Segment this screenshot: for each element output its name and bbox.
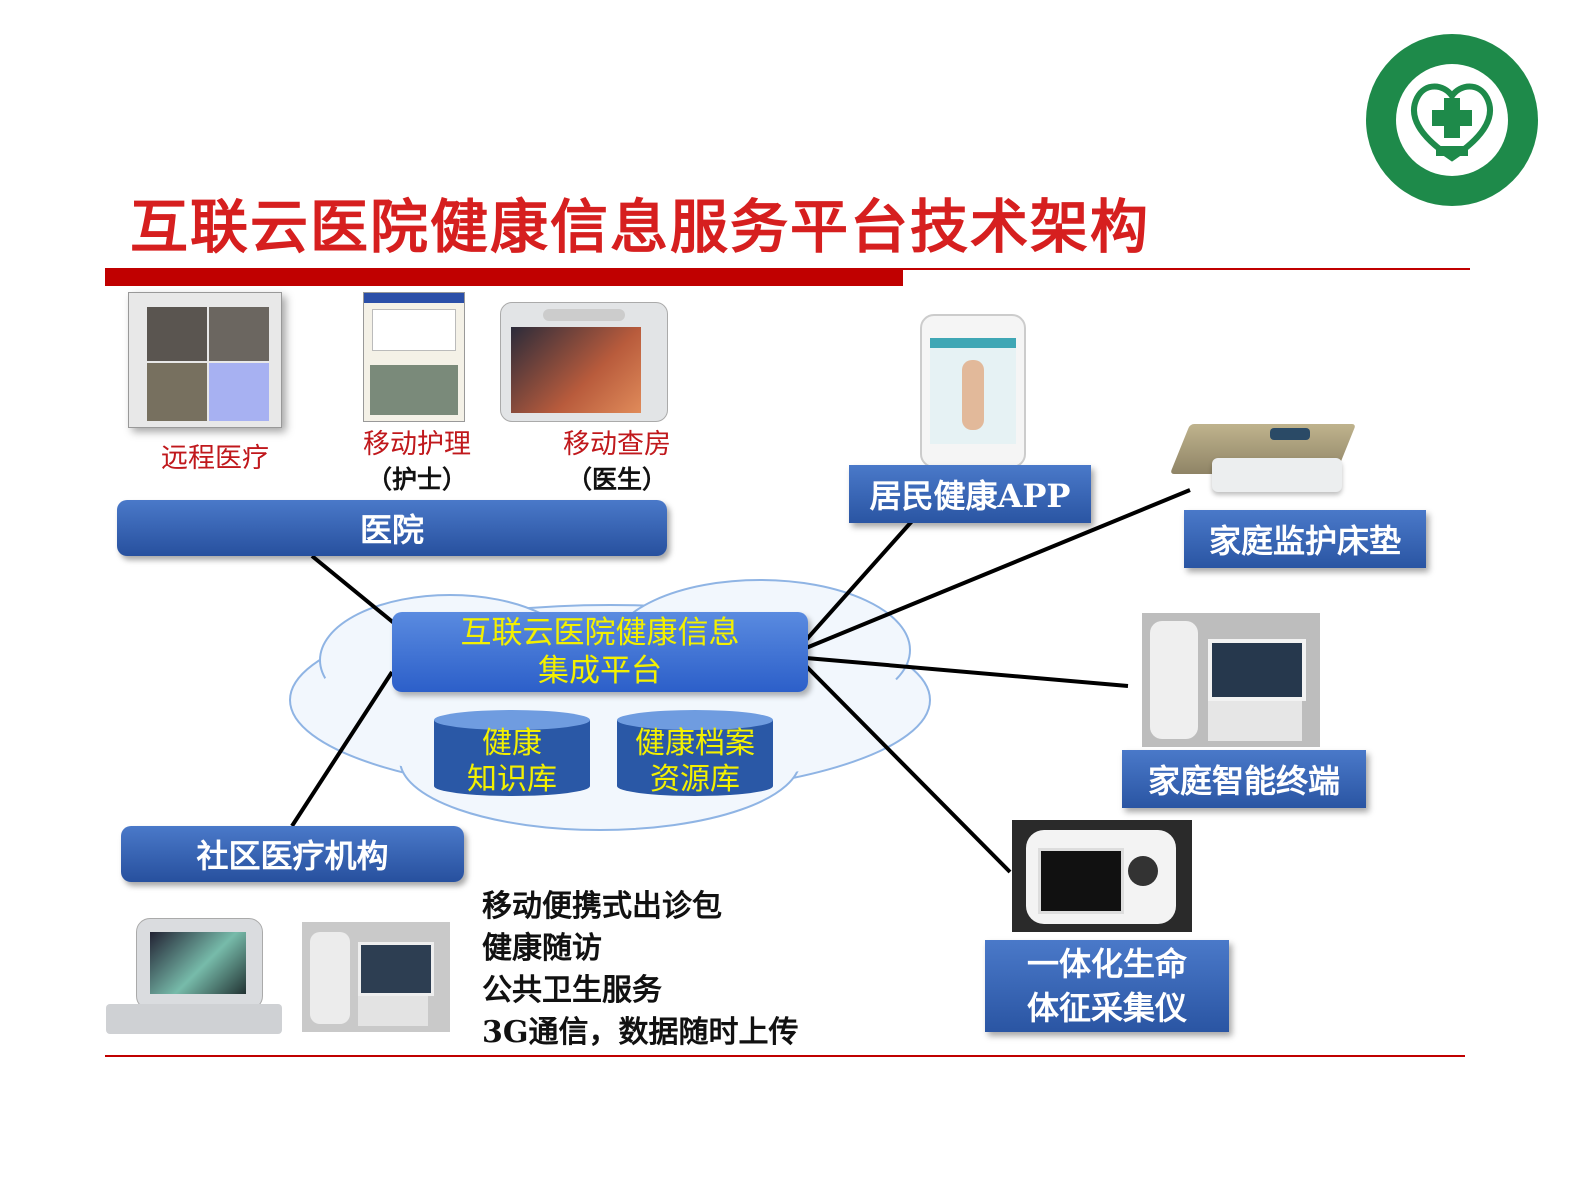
community-phone-terminal-image	[302, 922, 450, 1032]
community-feature-list: 移动便携式出诊包 健康随访 公共卫生服务 3G通信，数据随时上传	[482, 886, 902, 1054]
portable-kit-image	[106, 918, 286, 1036]
db-records-line1: 健康档案	[635, 726, 755, 761]
label-mobile-nursing: 移动护理	[363, 429, 471, 460]
db-health-knowledge: 健康 知识库	[434, 710, 590, 797]
label-mobile-rounds-role: （医生）	[566, 465, 667, 494]
label-mobile-rounds: 移动查房	[563, 429, 671, 460]
hospital-logo	[1362, 30, 1542, 210]
feature-item: 健康随访	[482, 931, 602, 966]
db-knowledge-line2: 知识库	[467, 762, 557, 797]
integration-platform: 互联云医院健康信息 集成平台	[392, 612, 808, 692]
feature-item: 3G通信，数据随时上传	[482, 1015, 799, 1050]
resident-app-node: 居民健康APP	[849, 465, 1091, 523]
hospital-node: 医院	[117, 500, 667, 556]
db-records-line2: 资源库	[650, 762, 740, 797]
home-smart-terminal-node: 家庭智能终端	[1122, 750, 1366, 808]
vital-node-line1: 一体化生命	[1026, 945, 1187, 983]
vital-signs-device-image	[1012, 820, 1192, 932]
platform-title-line1: 互联云医院健康信息	[460, 615, 740, 651]
community-node: 社区医疗机构	[121, 826, 464, 882]
home-terminal-image	[1142, 613, 1320, 747]
feature-item: 公共卫生服务	[482, 973, 662, 1008]
mobile-nursing-image	[363, 292, 465, 422]
db-knowledge-line1: 健康	[482, 726, 542, 761]
vital-signs-collector-node: 一体化生命 体征采集仪	[985, 940, 1229, 1032]
title-underline-thin	[903, 268, 1470, 270]
home-mattress-node: 家庭监护床垫	[1184, 510, 1426, 568]
label-telemedicine: 远程医疗	[161, 443, 269, 474]
db-health-records: 健康档案 资源库	[617, 710, 773, 797]
telemedicine-image	[128, 292, 282, 428]
monitoring-mattress-image	[1169, 414, 1357, 498]
page-title: 互联云医院健康信息服务平台技术架构	[130, 193, 1151, 261]
feature-item: 移动便携式出诊包	[482, 889, 722, 924]
phone-app-image	[920, 314, 1026, 468]
label-mobile-nursing-role: （护士）	[366, 465, 467, 494]
vital-node-line2: 体征采集仪	[1026, 989, 1187, 1027]
platform-title-line2: 集成平台	[538, 653, 662, 689]
footer-divider	[105, 1055, 1465, 1057]
title-underline-thick	[105, 268, 903, 286]
mobile-rounds-tablet-image	[500, 302, 668, 422]
